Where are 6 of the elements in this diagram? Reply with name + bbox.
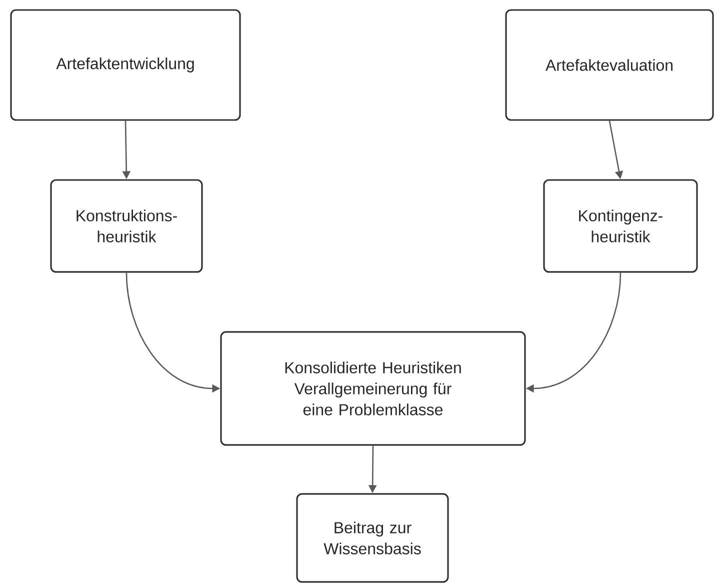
process-box: Beitrag zur Wissensbasis [296,493,449,583]
process-box: Artefaktentwicklung [10,9,241,121]
process-box: Konsolidierte Heuristiken Verallgemeinerung für eine Problemklasse [220,331,526,446]
process-box: Artefaktevaluation [505,9,714,121]
process-box: Konstruktions- heuristik [50,179,203,273]
process-box: Kontingenz- heuristik [543,179,698,273]
